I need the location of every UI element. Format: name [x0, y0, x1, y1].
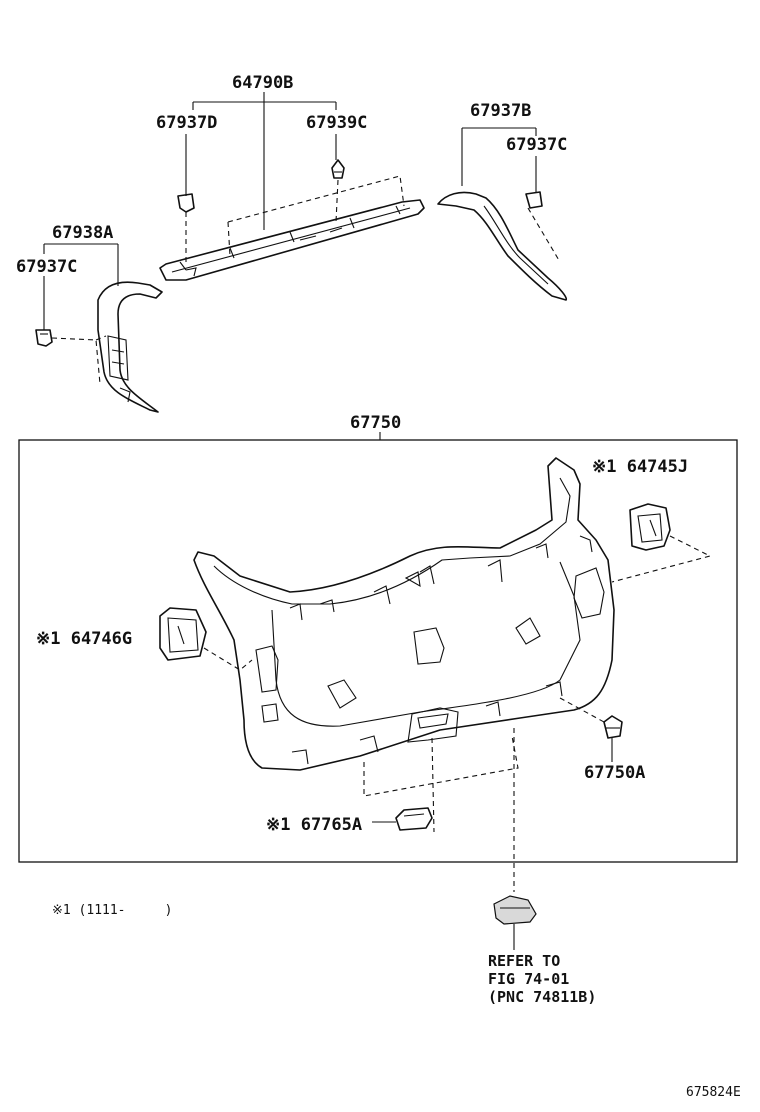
refer-line-3: (PNC 74811B): [488, 988, 596, 1006]
part-64745J-panel: [629, 503, 671, 551]
part-67750-door-trim-board: [193, 457, 615, 771]
callout-67937C-right: 67937C: [506, 135, 567, 155]
callout-67937C-left: 67937C: [16, 257, 77, 277]
footnote: ※1 (1111- ): [52, 903, 172, 918]
part-64790B-center-garnish: [159, 199, 425, 281]
callout-67939C: 67939C: [306, 113, 367, 133]
callout-64746G: ※1 64746G: [36, 629, 132, 649]
refer-line-2: FIG 74-01: [488, 970, 569, 988]
clip-67937C-right: [525, 191, 543, 209]
figure-id: 675824E: [686, 1085, 741, 1100]
callout-67937B: 67937B: [470, 101, 531, 121]
assembly-line: [527, 207, 561, 263]
part-67937B-right-garnish: [437, 191, 568, 301]
assembly-line: [51, 335, 107, 385]
callout-67938A: 67938A: [52, 223, 113, 243]
leader-lines-upper: [43, 92, 537, 440]
assembly-line: [335, 179, 339, 223]
assembly-line: [227, 175, 405, 257]
part-67938A-left-garnish: [97, 281, 163, 413]
part-67765A-cover: [395, 807, 433, 831]
clip-67937C-left: [35, 329, 53, 347]
assembly-line: [363, 735, 519, 797]
callout-64745J: ※1 64745J: [592, 457, 688, 477]
callout-67765A: ※1 67765A: [266, 815, 362, 835]
callout-67750: 67750: [350, 413, 401, 433]
clip-67939C: [331, 159, 345, 179]
assembly-box: [18, 439, 738, 863]
callout-64790B: 64790B: [232, 73, 293, 93]
clip-67750A: [603, 715, 623, 739]
callout-67750A: 67750A: [584, 763, 645, 783]
part-64746G-panel: [159, 607, 207, 661]
part-lamp-reference: [493, 895, 537, 925]
callout-67937D: 67937D: [156, 113, 217, 133]
refer-line-1: REFER TO: [488, 952, 560, 970]
clip-67937D: [177, 193, 195, 213]
assembly-line: [431, 737, 435, 833]
assembly-line: [611, 535, 712, 583]
